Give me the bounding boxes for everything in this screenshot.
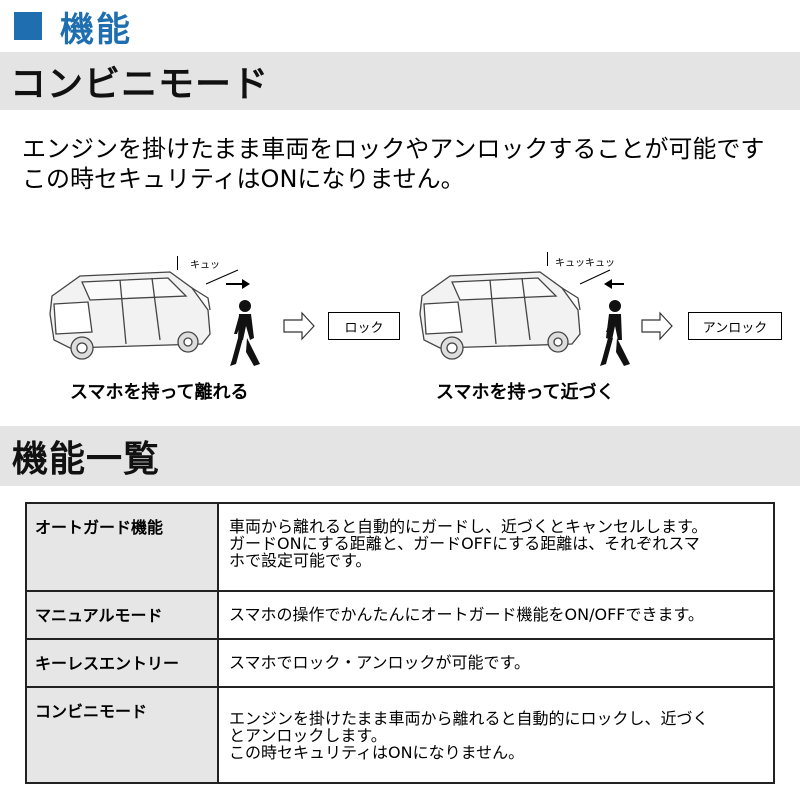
section-band-convenience-mode: コンビニモード [0,52,800,110]
intro-text: エンジンを掛けたまま車両をロックやアンロックすることが可能です この時セキュリテ… [22,134,764,194]
car-walk-away-illustration [49,269,315,366]
section-band-feature-list: 機能一覧 [0,426,800,486]
description-line: この時セキュリティはONになりません。 [229,743,525,762]
page-title: 機能 [60,9,132,50]
description-line: ホで設定可能です。 [229,551,372,570]
unlock-label-box: アンロック [688,312,782,340]
caption-walk-away: スマホを持って離れる [70,382,249,403]
feature-description: エンジンを掛けたまま車両から離れると自動的にロックし、近づく とアンロックします… [217,686,775,784]
intro-line-2: この時セキュリティはONになりません。 [22,165,465,193]
feature-description: 車両から離れると自動的にガードし、近づくとキャンセルします。 ガードONにする距… [217,502,775,592]
feature-name: コンビニモード [25,686,219,784]
description-line: とアンロックします。 [229,726,387,745]
sound-effect-lock: キュッ [190,260,220,271]
table-row: キーレスエントリー スマホでロック・アンロックが可能です。 [25,638,775,688]
page-header: 機能 [14,4,132,50]
feature-description: スマホの操作でかんたんにオートガード機能をON/OFFできます。 [217,590,775,640]
minivan-icon [49,271,211,360]
intro-line-1: エンジンを掛けたまま車両をロックやアンロックすることが可能です [22,135,765,163]
description-line: スマホでロック・アンロックが可能です。 [229,653,530,672]
sound-effect-unlock: キュッキュッ [555,258,615,269]
minivan-icon [419,271,581,360]
feature-description: スマホでロック・アンロックが可能です。 [217,638,775,688]
right-arrow-icon [205,269,250,289]
scene-approach: キュッキュッ アンロック スマホを持って近づく [410,248,800,408]
feature-name: マニュアルモード [25,590,219,640]
hollow-arrow-icon [283,311,315,341]
description-line: 車両から離れると自動的にガードし、近づくとキャンセルします。 [229,517,708,536]
left-arrow-icon [579,269,624,289]
sound-marker [177,256,178,270]
caption-approach: スマホを持って近づく [436,382,615,403]
header-square-icon [14,12,42,40]
car-approach-illustration [419,269,673,366]
feature-name: オートガード機能 [25,502,219,592]
walking-person-icon [230,300,260,366]
description-line: エンジンを掛けたまま車両から離れると自動的にロックし、近づく [229,709,709,728]
hollow-arrow-icon [641,311,673,341]
feature-name: キーレスエントリー [25,638,219,688]
section-title-feature-list: 機能一覧 [12,439,161,480]
section-title-convenience-mode: コンビニモード [10,64,270,105]
feature-table: オートガード機能 車両から離れると自動的にガードし、近づくとキャンセルします。 … [25,502,775,784]
table-row: コンビニモード エンジンを掛けたまま車両から離れると自動的にロックし、近づく と… [25,686,775,784]
scene-walk-away: キュッ ロック スマホを持って離れる [40,248,420,408]
sound-marker [547,252,548,266]
description-line: ガードONにする距離と、ガードOFFにする距離は、それぞれスマ [229,534,700,553]
table-row: オートガード機能 車両から離れると自動的にガードし、近づくとキャンセルします。 … [25,502,775,592]
lock-label-box: ロック [328,312,400,340]
table-row: マニュアルモード スマホの操作でかんたんにオートガード機能をON/OFFできます… [25,590,775,640]
walking-person-icon [600,300,630,366]
description-line: スマホの操作でかんたんにオートガード機能をON/OFFできます。 [229,605,704,624]
